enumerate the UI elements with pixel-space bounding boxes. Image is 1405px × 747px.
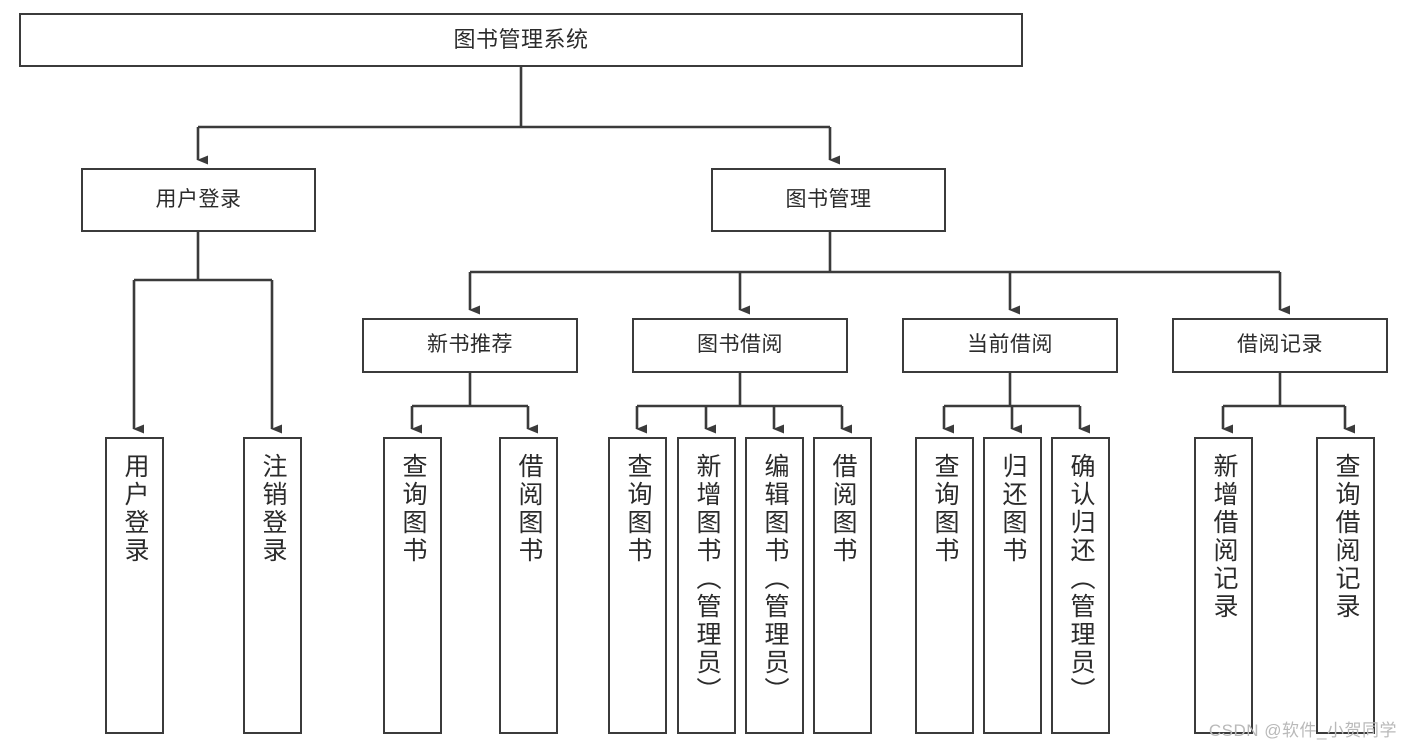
node-book-borrow[interactable]: 图书借阅	[632, 318, 848, 373]
node-label: 编辑图书（管理员）	[761, 453, 789, 705]
watermark: CSDN @软件_小贺同学	[1208, 721, 1397, 740]
leaf-new-book-query-book[interactable]: 查询图书	[383, 437, 442, 734]
node-label: 当前借阅	[967, 333, 1053, 357]
node-label: 查询图书	[399, 453, 427, 565]
leaf-book-borrow-borrow-book[interactable]: 借阅图书	[813, 437, 872, 734]
leaf-user-login[interactable]: 用户登录	[105, 437, 164, 734]
node-current-borrow[interactable]: 当前借阅	[902, 318, 1118, 373]
leaf-borrow-record-query-record[interactable]: 查询借阅记录	[1316, 437, 1375, 734]
node-label: 借阅图书	[515, 453, 543, 565]
leaf-current-borrow-confirm-return-admin[interactable]: 确认归还（管理员）	[1051, 437, 1110, 734]
node-new-book-recommend[interactable]: 新书推荐	[362, 318, 578, 373]
leaf-book-borrow-query-book[interactable]: 查询图书	[608, 437, 667, 734]
node-label: 新增借阅记录	[1210, 453, 1238, 621]
node-label: 图书借阅	[697, 333, 783, 357]
node-label: 确认归还（管理员）	[1067, 453, 1095, 705]
node-label: 图书管理系统	[453, 27, 589, 53]
node-label: 用户登录	[121, 453, 149, 565]
node-borrow-record[interactable]: 借阅记录	[1172, 318, 1388, 373]
node-label: 归还图书	[999, 453, 1027, 565]
node-book-management[interactable]: 图书管理	[711, 168, 946, 232]
node-label: 新增图书（管理员）	[693, 453, 721, 705]
node-label: 图书管理	[785, 187, 872, 211]
leaf-logout[interactable]: 注销登录	[243, 437, 302, 734]
node-user-login[interactable]: 用户登录	[81, 168, 316, 232]
node-label: 查询图书	[624, 453, 652, 565]
node-label: 注销登录	[259, 453, 287, 565]
leaf-current-borrow-return-book[interactable]: 归还图书	[983, 437, 1042, 734]
node-label: 查询图书	[931, 453, 959, 565]
node-label: 查询借阅记录	[1332, 453, 1360, 621]
leaf-book-borrow-edit-book-admin[interactable]: 编辑图书（管理员）	[745, 437, 804, 734]
node-label: 用户登录	[155, 187, 242, 211]
leaf-new-book-borrow-book[interactable]: 借阅图书	[499, 437, 558, 734]
node-label: 借阅图书	[829, 453, 857, 565]
node-label: 新书推荐	[427, 333, 513, 357]
leaf-book-borrow-add-book-admin[interactable]: 新增图书（管理员）	[677, 437, 736, 734]
node-root-book-management-system[interactable]: 图书管理系统	[19, 13, 1023, 67]
node-label: 借阅记录	[1237, 333, 1323, 357]
leaf-borrow-record-add-record[interactable]: 新增借阅记录	[1194, 437, 1253, 734]
leaf-current-borrow-query-book[interactable]: 查询图书	[915, 437, 974, 734]
